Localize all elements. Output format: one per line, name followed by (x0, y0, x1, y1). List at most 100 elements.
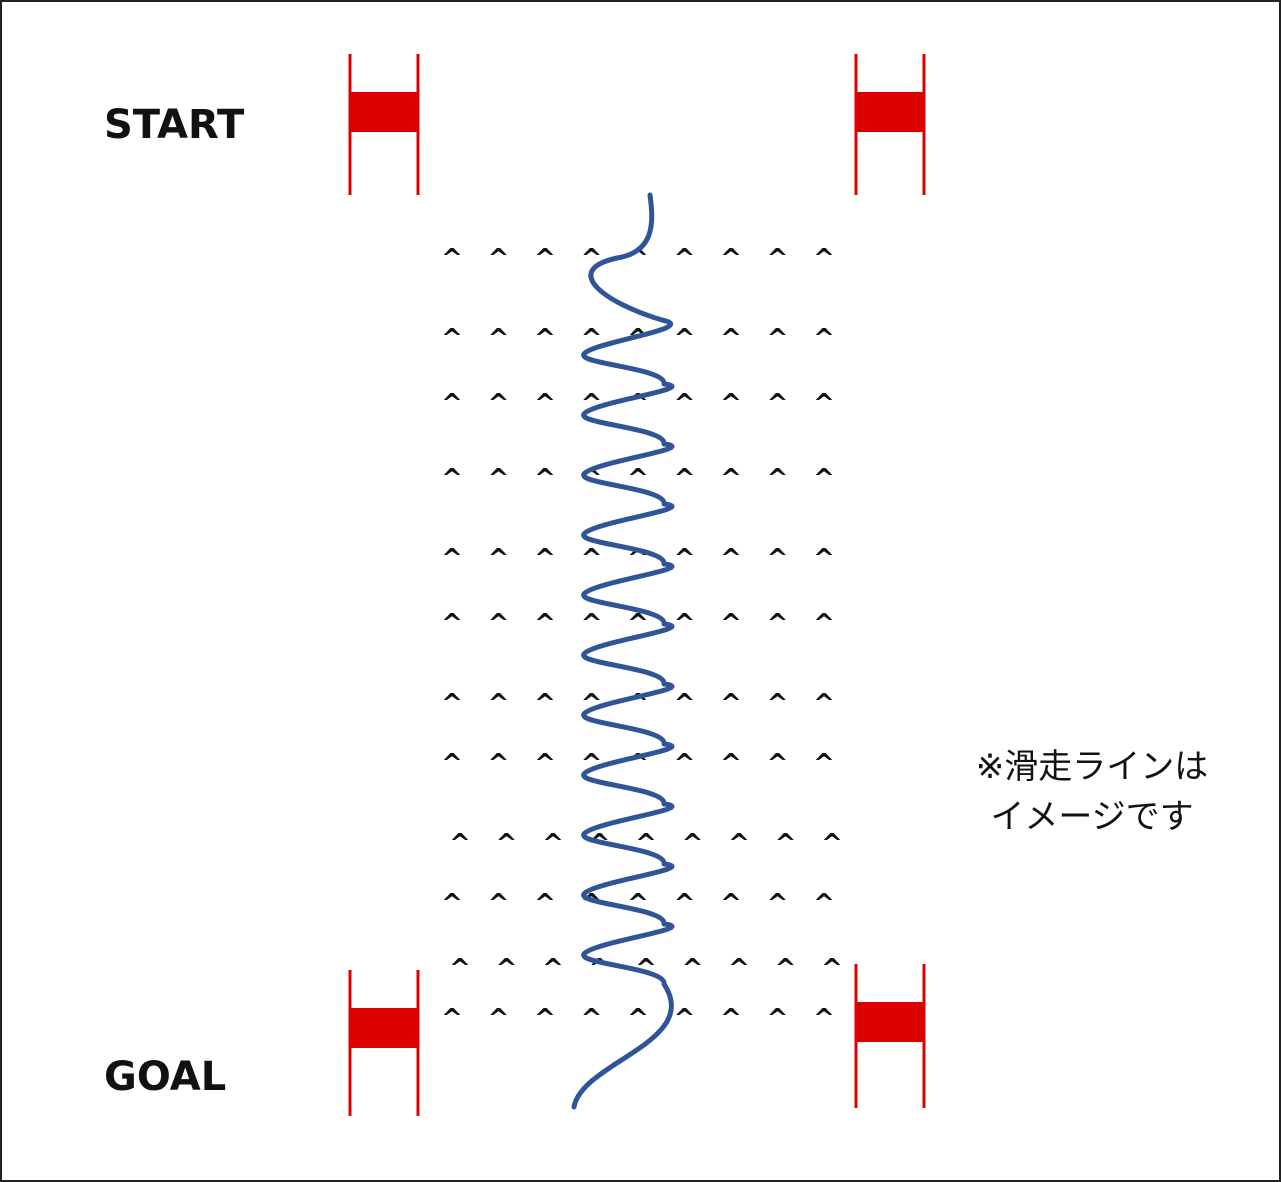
mogul-marker: ^ (534, 609, 556, 639)
mogul-marker: ^ (821, 829, 843, 859)
mogul-marker: ^ (441, 889, 463, 919)
mogul-marker: ^ (627, 1004, 649, 1034)
mogul-marker: ^ (813, 889, 835, 919)
mogul-marker: ^ (488, 244, 510, 274)
mogul-marker: ^ (534, 464, 556, 494)
mogul-marker: ^ (534, 1004, 556, 1034)
mogul-marker: ^ (720, 749, 742, 779)
mogul-marker: ^ (534, 749, 556, 779)
mogul-marker: ^ (449, 954, 471, 984)
mogul-marker: ^ (635, 954, 657, 984)
mogul-marker: ^ (767, 689, 789, 719)
mogul-marker: ^ (488, 749, 510, 779)
mogul-field: ^ ^ ^ ^ ^ ^ ^ ^ ^ ^ ^ ^ ^ ^ ^ ^ ^ ^ ^ ^ ^ ^ ^ ^ ^ ^ ^ ^ ^ ^ ^ ^ ^ ^ ^ ^ ^ ^ ^ ^… (441, 244, 843, 1034)
mogul-marker: ^ (674, 609, 696, 639)
mogul-marker: ^ (542, 954, 564, 984)
mogul-marker: ^ (674, 689, 696, 719)
mogul-marker: ^ (813, 244, 835, 274)
mogul-marker: ^ (534, 689, 556, 719)
mogul-marker: ^ (488, 464, 510, 494)
mogul-marker: ^ (449, 829, 471, 859)
mogul-marker: ^ (674, 1004, 696, 1034)
mogul-marker: ^ (775, 954, 797, 984)
mogul-marker: ^ (488, 544, 510, 574)
mogul-marker: ^ (813, 1004, 835, 1034)
mogul-marker: ^ (767, 244, 789, 274)
mogul-marker: ^ (682, 829, 704, 859)
goal-gate-left (348, 970, 420, 1116)
note-line-1: ※滑走ラインは (975, 747, 1209, 787)
ski-line-note: ※滑走ラインは イメージです (932, 742, 1252, 842)
mogul-marker: ^ (674, 749, 696, 779)
mogul-marker: ^ (767, 389, 789, 419)
mogul-marker: ^ (581, 609, 603, 639)
mogul-marker: ^ (674, 324, 696, 354)
mogul-marker: ^ (813, 609, 835, 639)
mogul-marker: ^ (767, 464, 789, 494)
goal-label: GOAL (104, 1054, 227, 1100)
gate-group (348, 54, 926, 1116)
mogul-marker: ^ (767, 609, 789, 639)
mogul-marker: ^ (767, 324, 789, 354)
mogul-marker: ^ (534, 389, 556, 419)
mogul-marker: ^ (534, 244, 556, 274)
mogul-marker: ^ (674, 544, 696, 574)
mogul-marker: ^ (682, 954, 704, 984)
note-line-2: イメージです (990, 797, 1194, 837)
mogul-marker: ^ (767, 749, 789, 779)
mogul-marker: ^ (674, 889, 696, 919)
mogul-marker: ^ (720, 889, 742, 919)
mogul-marker: ^ (821, 954, 843, 984)
start-gate-right (854, 54, 926, 195)
mogul-marker: ^ (488, 889, 510, 919)
mogul-marker: ^ (720, 389, 742, 419)
mogul-marker: ^ (441, 1004, 463, 1034)
mogul-marker: ^ (534, 889, 556, 919)
mogul-marker: ^ (728, 954, 750, 984)
mogul-marker: ^ (767, 1004, 789, 1034)
ski-line (571, 192, 675, 1110)
mogul-marker: ^ (441, 324, 463, 354)
mogul-marker: ^ (441, 389, 463, 419)
mogul-marker: ^ (441, 244, 463, 274)
mogul-marker: ^ (720, 609, 742, 639)
mogul-marker: ^ (720, 544, 742, 574)
mogul-marker: ^ (674, 244, 696, 274)
mogul-marker: ^ (581, 544, 603, 574)
mogul-marker: ^ (496, 829, 518, 859)
mogul-marker: ^ (441, 689, 463, 719)
mogul-marker: ^ (813, 544, 835, 574)
gate-flag (856, 1002, 924, 1042)
mogul-marker: ^ (441, 544, 463, 574)
mogul-marker: ^ (813, 464, 835, 494)
mogul-marker: ^ (720, 689, 742, 719)
mogul-marker: ^ (581, 1004, 603, 1034)
start-label: START (104, 102, 245, 148)
mogul-marker: ^ (813, 389, 835, 419)
mogul-marker: ^ (813, 324, 835, 354)
mogul-marker: ^ (488, 324, 510, 354)
gate-flag (350, 92, 418, 132)
mogul-marker: ^ (720, 244, 742, 274)
mogul-marker: ^ (720, 324, 742, 354)
mogul-marker: ^ (496, 954, 518, 984)
mogul-marker: ^ (488, 1004, 510, 1034)
mogul-marker: ^ (720, 464, 742, 494)
goal-gate-right (854, 964, 926, 1108)
mogul-marker: ^ (441, 749, 463, 779)
mogul-marker: ^ (674, 464, 696, 494)
gate-flag (856, 92, 924, 132)
gate-flag (350, 1008, 418, 1048)
mogul-marker: ^ (627, 324, 649, 354)
mogul-marker: ^ (441, 609, 463, 639)
mogul-marker: ^ (542, 829, 564, 859)
mogul-marker: ^ (488, 389, 510, 419)
mogul-marker: ^ (488, 609, 510, 639)
mogul-marker: ^ (674, 389, 696, 419)
mogul-marker: ^ (720, 1004, 742, 1034)
mogul-marker: ^ (488, 689, 510, 719)
mogul-marker: ^ (767, 544, 789, 574)
mogul-marker: ^ (775, 829, 797, 859)
